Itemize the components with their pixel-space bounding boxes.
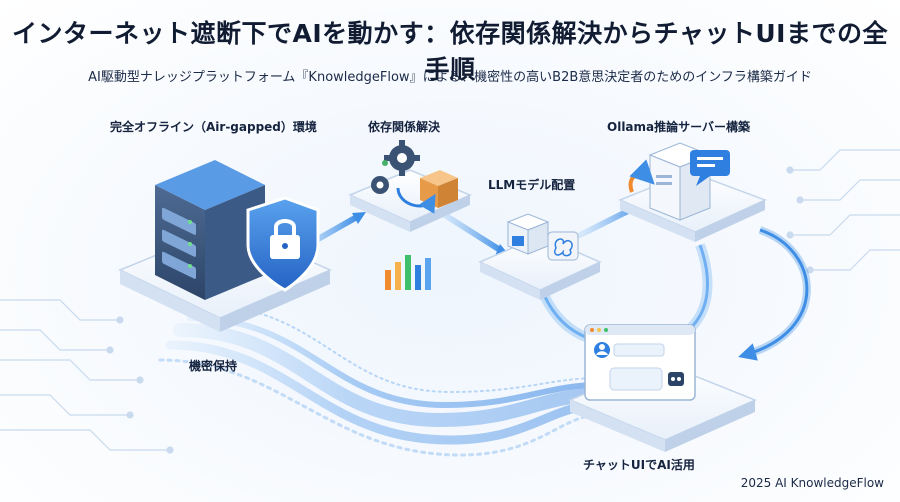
step-label-offline: 完全オフライン（Air-gapped）環境	[110, 120, 317, 134]
step-label-dependency: 依存関係解決	[368, 120, 441, 134]
bar-chart-icon	[385, 255, 431, 290]
shield-lock-icon	[246, 196, 320, 292]
step-label-llm: LLMモデル配置	[488, 178, 576, 192]
offline-server-platform	[118, 160, 332, 332]
data-flow-stream	[158, 304, 607, 457]
step-label-chat: チャットUIでAI活用	[583, 458, 695, 472]
chat-window-icon	[584, 324, 696, 401]
circuit-lines-right	[786, 149, 900, 274]
user-avatar-icon	[594, 342, 610, 358]
ollama-platform	[618, 142, 767, 242]
step-label-ollama: Ollama推論サーバー構築	[607, 120, 751, 134]
dependency-platform	[348, 140, 472, 232]
cube-icon	[506, 213, 550, 255]
llm-platform	[478, 213, 602, 300]
connector-arrows	[287, 199, 651, 258]
circuit-lines-left	[0, 299, 174, 454]
page-title: インターネット遮断下でAIを動かす：依存関係解決からチャットUIまでの全手順	[11, 19, 888, 84]
page-subtitle: AI駆動型ナレッジプラットフォーム『KnowledgeFlow』による、機密性の…	[88, 70, 812, 85]
chat-platform	[568, 324, 757, 452]
speech-bubble-icon	[690, 150, 730, 186]
robot-icon	[668, 372, 684, 386]
footer-credit: 2025 AI KnowledgeFlow	[740, 476, 884, 490]
brain-icon	[547, 231, 579, 261]
gears-icon	[371, 140, 420, 194]
step-label-confidential: 機密保持	[189, 359, 238, 373]
